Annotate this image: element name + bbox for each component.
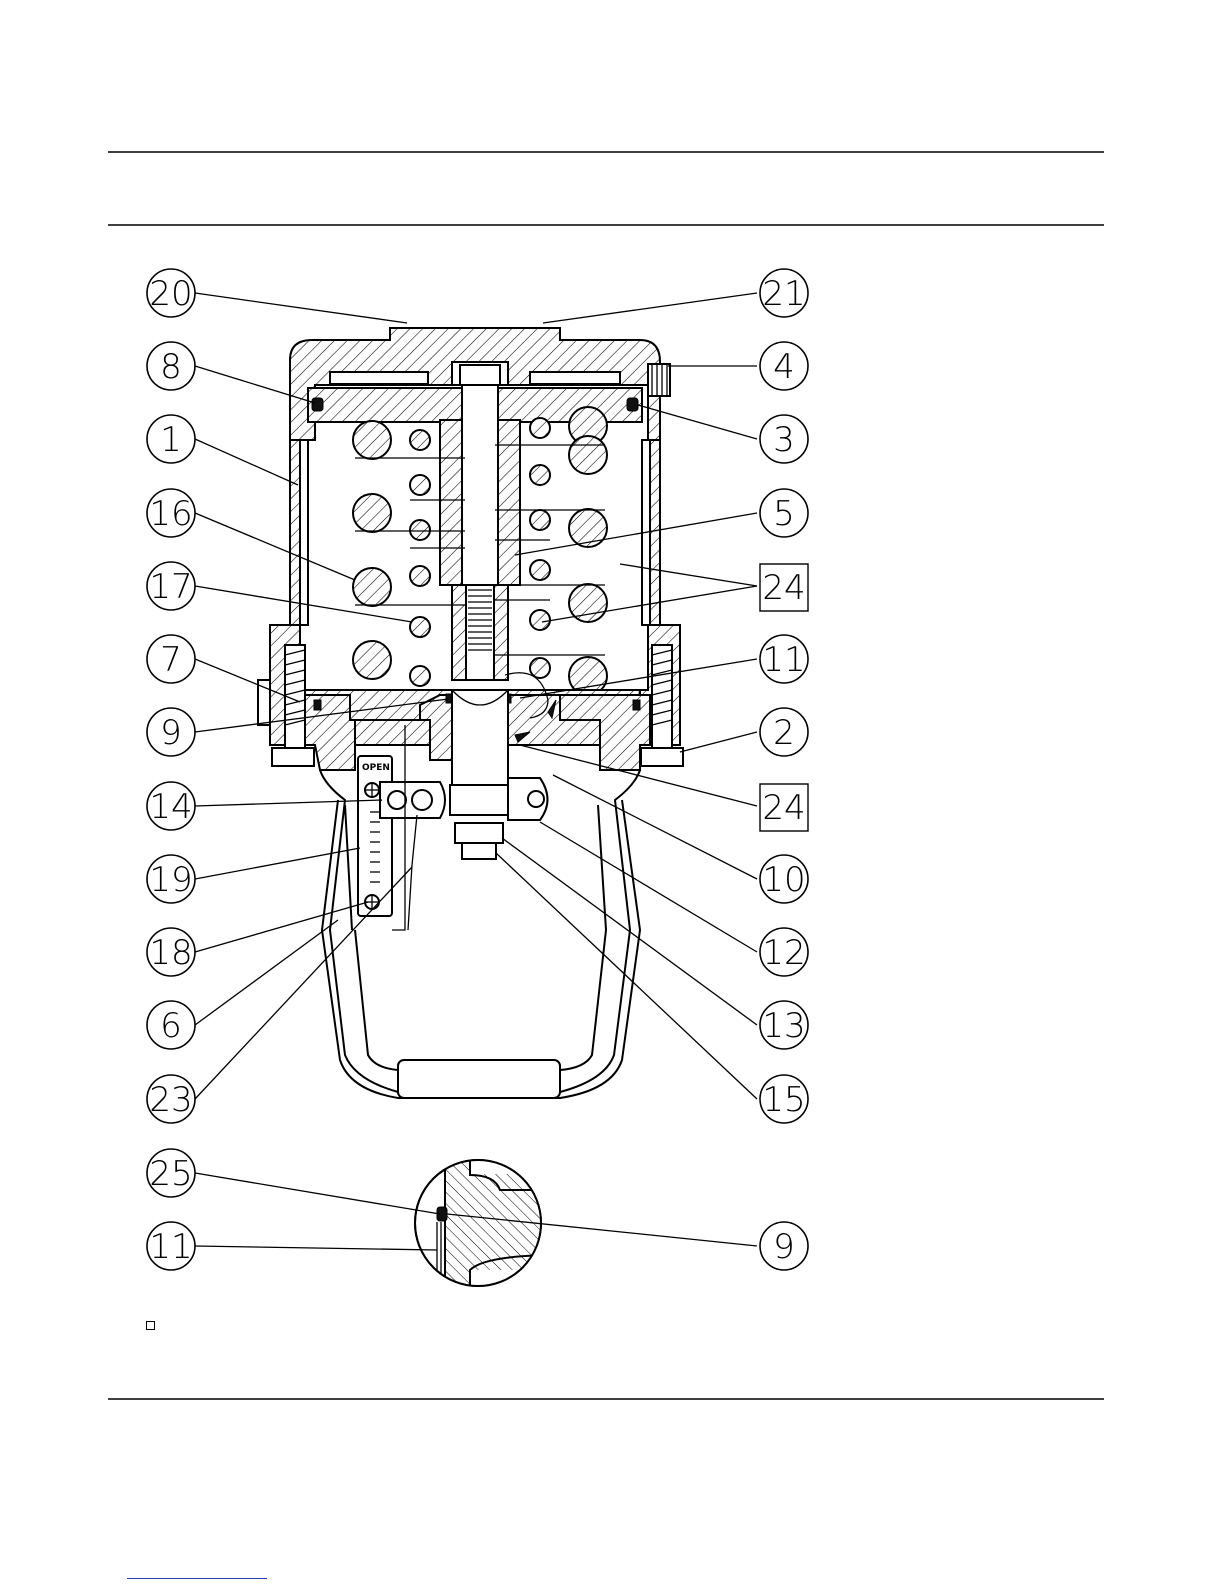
callout-18: 18 — [147, 928, 195, 976]
svg-text:9: 9 — [773, 1227, 795, 1267]
svg-text:10: 10 — [762, 860, 805, 900]
callout-17: 17 — [147, 562, 195, 610]
svg-text:2: 2 — [773, 713, 795, 753]
callout-16: 16 — [147, 489, 195, 537]
callout-24-box: 24 — [760, 564, 808, 611]
indicator-open-label: OPEN — [362, 763, 390, 773]
svg-text:15: 15 — [762, 1080, 805, 1120]
svg-text:7: 7 — [160, 640, 182, 680]
callout-21: 21 — [760, 269, 808, 317]
svg-text:13: 13 — [762, 1006, 805, 1046]
svg-text:19: 19 — [149, 860, 192, 900]
callout-19: 19 — [147, 855, 195, 903]
seal-detail-view — [415, 1160, 571, 1295]
callout-23: 23 — [147, 1075, 195, 1123]
callout-6: 6 — [147, 1001, 195, 1049]
svg-text:23: 23 — [149, 1080, 192, 1120]
callouts-right: 21 4 3 5 24 11 2 24 10 12 13 15 9 — [760, 269, 808, 1270]
svg-text:12: 12 — [762, 933, 805, 973]
callout-24-box-lower: 24 — [760, 784, 808, 831]
callout-12: 12 — [760, 928, 808, 976]
svg-text:16: 16 — [149, 494, 192, 534]
svg-text:11: 11 — [149, 1227, 192, 1267]
callout-11-detail: 11 — [147, 1222, 195, 1270]
svg-text:20: 20 — [149, 274, 192, 314]
note-checkbox-symbol — [146, 1321, 155, 1330]
callout-2: 2 — [760, 708, 808, 756]
callout-4: 4 — [760, 342, 808, 390]
svg-text:17: 17 — [149, 567, 192, 607]
svg-text:18: 18 — [149, 933, 192, 973]
callouts-left: 20 8 1 16 17 7 9 14 19 18 6 23 25 11 — [147, 269, 195, 1270]
svg-text:24: 24 — [762, 568, 805, 608]
svg-text:4: 4 — [773, 347, 795, 387]
svg-text:8: 8 — [160, 347, 182, 387]
svg-text:24: 24 — [762, 788, 805, 828]
svg-text:5: 5 — [773, 494, 795, 534]
callout-11: 11 — [760, 635, 808, 683]
callout-20: 20 — [147, 269, 195, 317]
callout-13: 13 — [760, 1001, 808, 1049]
callout-9-detail: 9 — [760, 1222, 808, 1270]
callout-10: 10 — [760, 855, 808, 903]
callout-5: 5 — [760, 489, 808, 537]
svg-text:25: 25 — [149, 1154, 192, 1194]
callout-7: 7 — [147, 635, 195, 683]
svg-text:14: 14 — [149, 787, 192, 827]
footer-link-underline[interactable] — [127, 1578, 267, 1579]
callout-14: 14 — [147, 782, 195, 830]
svg-text:1: 1 — [160, 420, 182, 460]
callout-15: 15 — [760, 1075, 808, 1123]
callout-9-left: 9 — [147, 708, 195, 756]
callout-1: 1 — [147, 415, 195, 463]
svg-text:21: 21 — [762, 274, 805, 314]
svg-text:9: 9 — [160, 713, 182, 753]
svg-text:11: 11 — [762, 640, 805, 680]
callout-8: 8 — [147, 342, 195, 390]
callout-25: 25 — [147, 1149, 195, 1197]
actuator-body: OPEN — [258, 328, 683, 1098]
svg-text:3: 3 — [773, 420, 795, 460]
svg-text:6: 6 — [160, 1006, 182, 1046]
callout-3: 3 — [760, 415, 808, 463]
